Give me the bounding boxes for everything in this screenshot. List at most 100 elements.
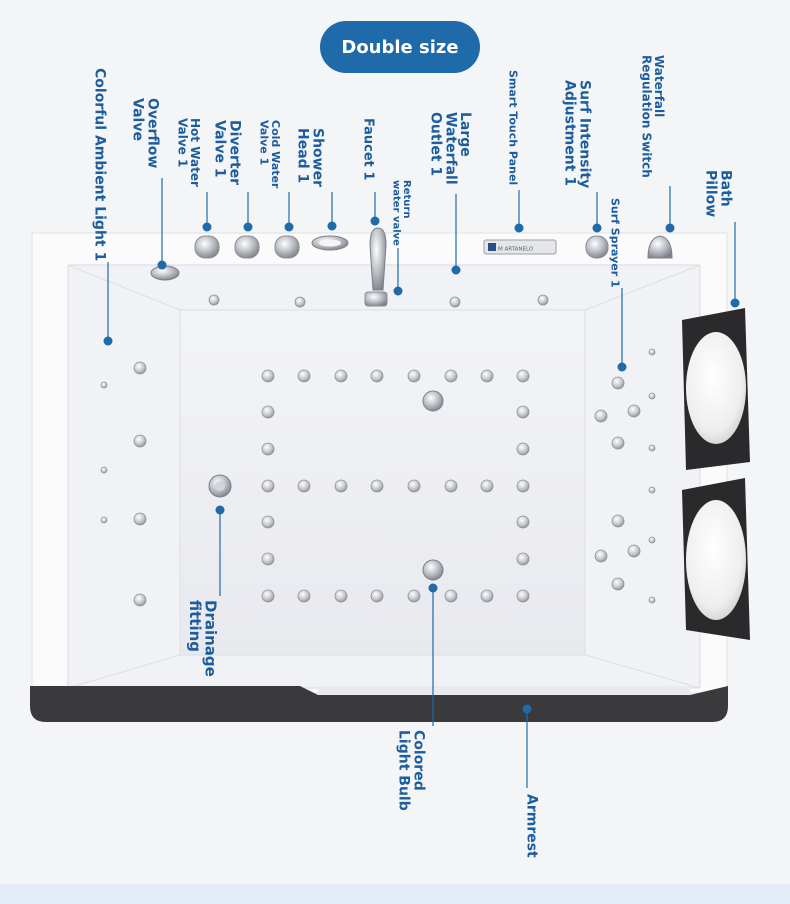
jet-nozzle [133,434,147,448]
ambient-light-dot [100,516,108,524]
jets-layer [100,294,656,607]
footer-strip [0,884,790,904]
label-surf-sprayer: Surf Sprayer 1 [608,198,622,288]
leader-dot [215,505,225,515]
jet-nozzle [516,589,530,603]
jet-nozzle [516,479,530,493]
jet-nozzle [516,515,530,529]
jet-nozzle [516,552,530,566]
ambient-light-dot [100,466,108,474]
jet-nozzle [611,577,625,591]
leader-dot [103,336,113,346]
drainage-fitting [208,474,232,498]
leader-dot [284,222,294,232]
jet-nozzle [480,589,494,603]
colored-light-bulb [422,559,444,581]
jet-nozzle [261,405,275,419]
jet-nozzle [208,294,220,306]
surf-intensity-knob [585,235,609,259]
leader-dot [327,221,337,231]
jet-nozzle [444,589,458,603]
label-cold-water-valve: Cold Water Valve 1 [257,120,283,189]
label-return-water-valve: Return water valve [390,180,413,246]
label-drainage-fitting: Drainage fitting [185,600,220,677]
label-bath-pillow: Bath Pillow [702,170,734,218]
jet-nozzle [297,369,311,383]
label-shower-head: Shower Head 1 [294,128,326,188]
svg-text:M ARTANELO: M ARTANELO [498,247,534,253]
jet-nozzle [627,544,641,558]
leader-dot [370,216,380,226]
waterfall-switch-knob [647,235,673,259]
leader-dot [592,223,602,233]
shower-head [311,235,349,251]
smart-touch-panel: M ARTANELO [483,239,557,255]
jet-nozzle [370,369,384,383]
jet-nozzle [334,369,348,383]
faucet [364,227,388,307]
leader-dot [157,260,167,270]
leader-dot [522,704,532,714]
jet-nozzle [480,369,494,383]
jet-nozzle [407,589,421,603]
label-hot-water-valve: Hot Water Valve 1 [175,118,203,187]
leader-dot [202,222,212,232]
page-title: Double size [320,21,480,73]
jet-nozzle [627,404,641,418]
jet-nozzle [133,593,147,607]
jet-nozzle [261,515,275,529]
label-colorful-ambient-light: Colorful Ambient Light 1 [91,68,108,262]
jet-nozzle [480,479,494,493]
basin-edge [584,264,701,311]
label-armrest: Armrest [523,794,540,858]
jet-nozzle [294,296,306,308]
jet-nozzle [407,479,421,493]
leader-dot [393,286,403,296]
jet-nozzle [133,361,147,375]
jet-nozzle [444,369,458,383]
jet-nozzle [407,369,421,383]
leader-dot [617,362,627,372]
ambient-light-dot [100,381,108,389]
leader-dot [665,223,675,233]
leader-lines [103,178,740,788]
leader-dot [428,583,438,593]
jet-nozzle [444,479,458,493]
jet-nozzle [261,479,275,493]
label-waterfall-regulation-switch: Waterfall Regulation Switch [639,55,667,178]
jet-nozzle [537,294,549,306]
jet-nozzle [516,369,530,383]
bath-pillow-bottom [682,478,750,640]
jet-nozzle [594,549,608,563]
jet-nozzle [133,512,147,526]
jet-nozzle [370,479,384,493]
jet-nozzle [261,552,275,566]
ambient-light-dot [648,348,656,356]
leader-dot [451,265,461,275]
label-faucet: Faucet 1 [360,118,376,181]
jet-nozzle [594,409,608,423]
jet-nozzle [297,589,311,603]
colored-light-bulb [422,390,444,412]
jet-nozzle [261,369,275,383]
label-overflow-valve: Overflow Valve [129,98,161,169]
ambient-light-dot [648,444,656,452]
leader-dot [730,298,740,308]
jet-nozzle [334,479,348,493]
jet-nozzle [611,436,625,450]
basin-edge [67,654,181,689]
jet-nozzle [334,589,348,603]
basin-edge [67,264,181,311]
bath-pillow-top [682,308,750,470]
label-large-waterfall-outlet: Large Waterfall Outlet 1 [427,112,474,185]
jet-nozzle [611,514,625,528]
label-smart-touch-panel: Smart Touch Panel [506,70,520,186]
cold-water-valve-knob [274,235,300,259]
ambient-light-dot [648,392,656,400]
ambient-light-dot [648,486,656,494]
label-colored-light-bulb: Colored Light Bulb [395,730,427,811]
diverter-valve-knob [234,235,260,259]
jet-nozzle [516,442,530,456]
leader-dot [243,222,253,232]
